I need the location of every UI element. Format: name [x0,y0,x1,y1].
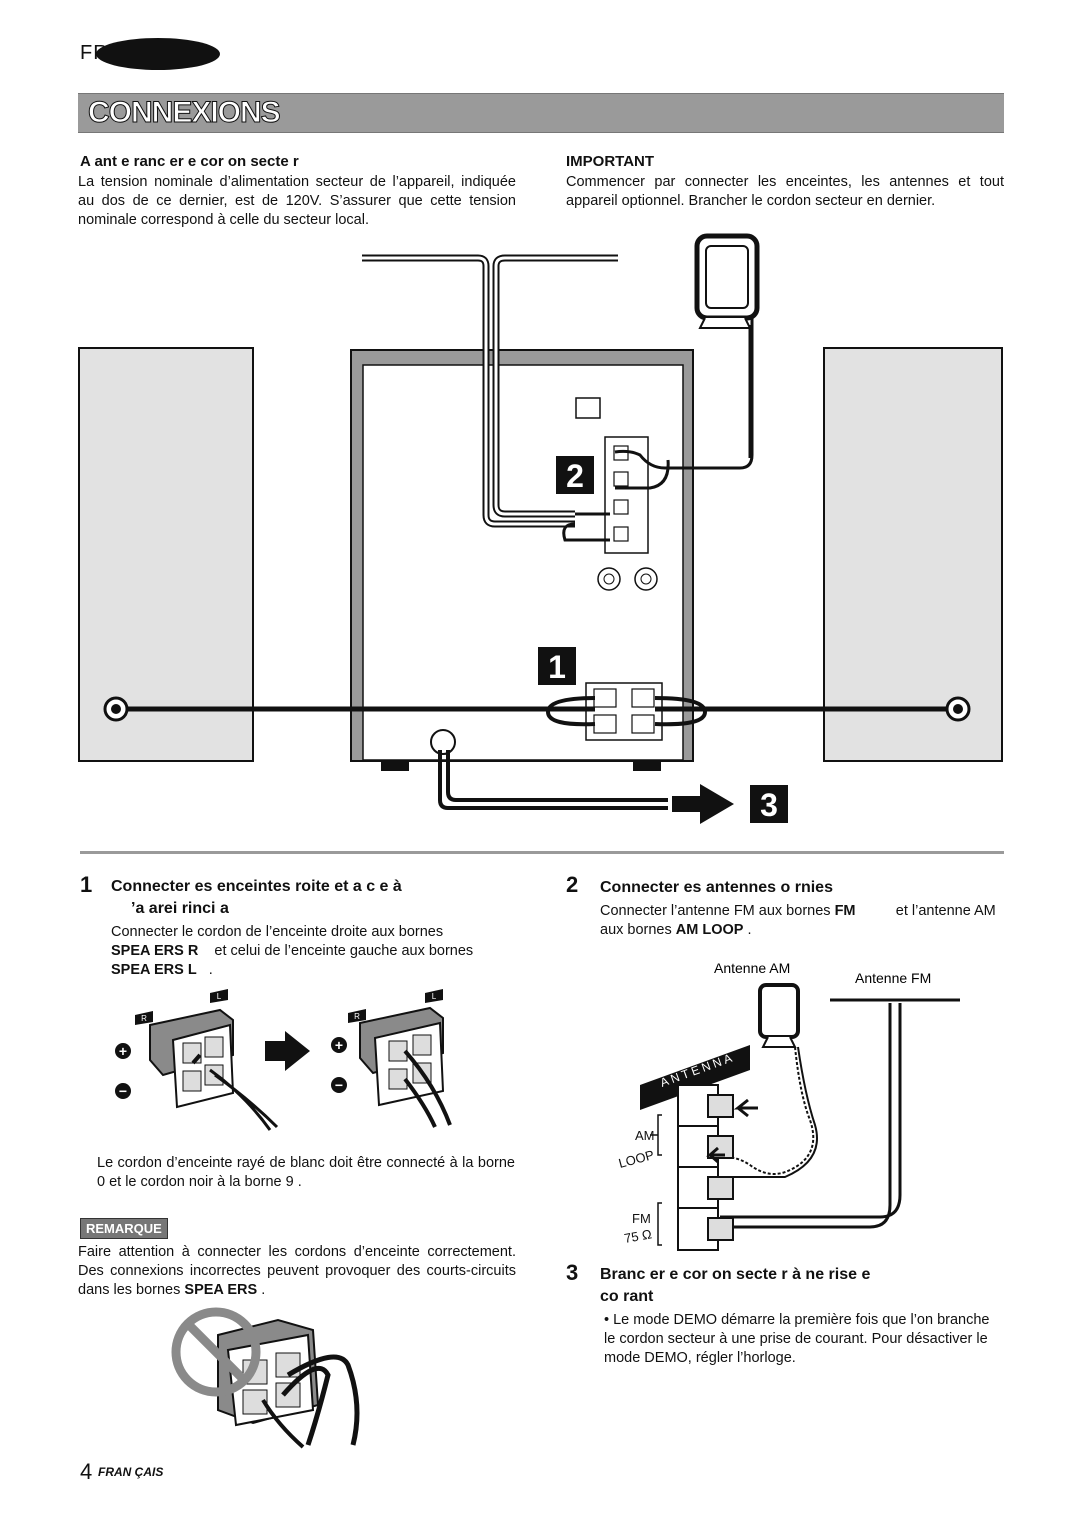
section-divider [80,851,1004,854]
label-r: R [141,1014,147,1023]
arrow-icon [672,784,734,824]
language-tab-oval [96,38,220,70]
step1-title-line2: ’a arei rinci a [131,900,229,917]
step3-title-line2: co rant [600,1288,654,1305]
prohibited-icon [171,1307,261,1397]
language-tab: FR [80,38,220,70]
remark-text: Faire attention à connecter les cordons … [78,1243,516,1300]
speaker-terminal-illustration: L R + − L R + − [115,989,452,1131]
step1-text-line3: SPEA ERS L . [111,961,515,980]
speakers-l-label: SPEA ERS L [111,962,197,978]
fm-terminal-label: FM [834,903,856,919]
important-text: Commencer par connecter les enceintes, l… [566,174,1004,209]
step3-bullet: • Le mode DEMO démarre la première fois … [604,1312,990,1366]
antenne-am-label: Antenne AM [714,960,790,976]
step-box-1 [538,647,576,685]
connection-diagram: 2 1 3 [78,233,1003,824]
minus-icon: − [335,1077,343,1093]
arrow-icon [265,1031,310,1071]
page-number: 4 [80,1459,93,1484]
rca-jack [597,567,621,591]
step1-note: Le cordon d’enceinte rayé de blanc doit … [97,1155,515,1190]
step1-number: 1 [80,872,93,897]
step2-title: Connecter es antennes o rnies [600,879,833,896]
before-text: La tension nominale d’alimentation secte… [78,174,516,228]
step2-text-e: . [747,922,752,938]
terminal-after: L R + − [331,989,452,1128]
unit-foot [633,761,661,771]
step1-text-middle: et celui de l’enceinte gauche aux bornes [214,943,474,959]
right-speaker [823,347,1003,762]
am-terminal-text: AM [635,1128,655,1143]
antenne-fm-label: Antenne FM [855,970,931,986]
step1-text-end: . [208,962,213,978]
label-r: R [354,1012,360,1021]
step3-title-line1: Branc er e cor on secte r à ne rise e [600,1266,871,1283]
title-bar: CONNEXIONS [78,93,1004,133]
important-heading: IMPORTANT [566,153,655,170]
optical-port [575,397,601,419]
step-box-2 [556,456,594,494]
plus-icon: + [119,1043,127,1059]
am-loop-terminal-label: AM LOOP [675,922,744,938]
step2-text: Connecter l’antenne FM aux bornes FM et … [600,902,1004,940]
remark-text-main: Faire attention à connecter les cordons … [78,1244,516,1298]
step2-number: 2 [566,872,579,897]
incorrect-wiring-illustration [171,1307,360,1449]
label-l: L [217,992,222,1001]
minus-icon: − [119,1083,127,1099]
remark-badge: REMARQUE [80,1218,168,1239]
before-heading: A ant e ranc er e cor on secte r [80,153,299,170]
step1-text-line2: SPEA ERS R et celui de l’enceinte gauche… [111,942,515,961]
step-box-3 [750,785,788,823]
label-l: L [432,992,437,1001]
left-speaker [78,347,254,762]
plus-icon: + [335,1037,343,1053]
power-cord-inlet [430,729,456,755]
remark-speakers-label: SPEA ERS [184,1282,258,1298]
step2-text-a: Connecter l’antenne FM aux bornes [600,903,831,919]
power-cord [438,750,668,810]
step2-text-c: et l’antenne AM aux bornes [600,903,996,938]
loop-terminal-text: LOOP [617,1147,656,1171]
step-box-1-label: 1 [548,649,566,685]
page-title: CONNEXIONS [88,96,282,130]
am-loop-antenna [758,983,800,1039]
step1-title-line1: Connecter es enceintes roite et a c e à [111,878,402,895]
step-box-3-label: 3 [760,787,778,823]
step3-title: Branc er e cor on secte r à ne rise e co… [600,1264,1004,1308]
unit-foot [381,761,409,771]
step1-text-line1: Connecter le cordon de l’enceinte droite… [111,924,444,940]
antenna-connection-illustration: Antenne AM Antenne FM ANTENNA AM LOOP FM… [617,960,960,1251]
footer-language: FRAN ÇAIS [98,1465,164,1479]
step1-text: Connecter le cordon de l’enceinte droite… [111,923,515,980]
step-box-2-label: 2 [566,458,584,494]
step3-number: 3 [566,1260,579,1285]
speakers-r-label: SPEA ERS R [111,943,199,959]
step1-title: Connecter es enceintes roite et a c e à … [111,876,517,920]
remark-text-end: . [261,1282,266,1298]
ohm-terminal-text: 75 Ω [623,1226,653,1246]
rca-jack [634,567,658,591]
terminal-before: L R + − [115,989,279,1131]
fm-terminal-text: FM [632,1211,651,1226]
